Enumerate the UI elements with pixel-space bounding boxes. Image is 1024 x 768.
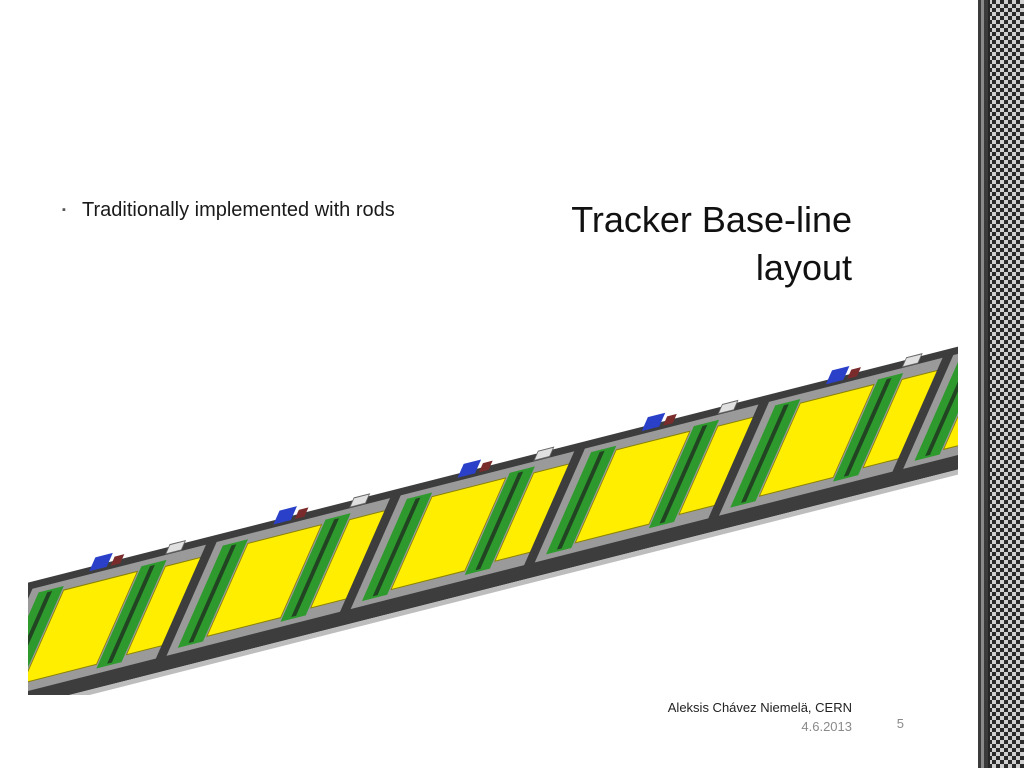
side-divider — [978, 0, 988, 768]
footer-author: Aleksis Chávez Niemelä, CERN — [667, 700, 852, 715]
bullet-item: ▪ Traditionally implemented with rods — [62, 196, 422, 224]
page-number: 5 — [896, 716, 904, 731]
checkered-side-band — [988, 0, 1024, 768]
slide-title: Tracker Base-line layout — [571, 199, 852, 288]
rod-cad-image — [28, 345, 958, 695]
bullet-text: Traditionally implemented with rods — [82, 199, 395, 221]
bullet-marker: ▪ — [62, 204, 66, 216]
footer-date: 4.6.2013 — [801, 719, 852, 734]
